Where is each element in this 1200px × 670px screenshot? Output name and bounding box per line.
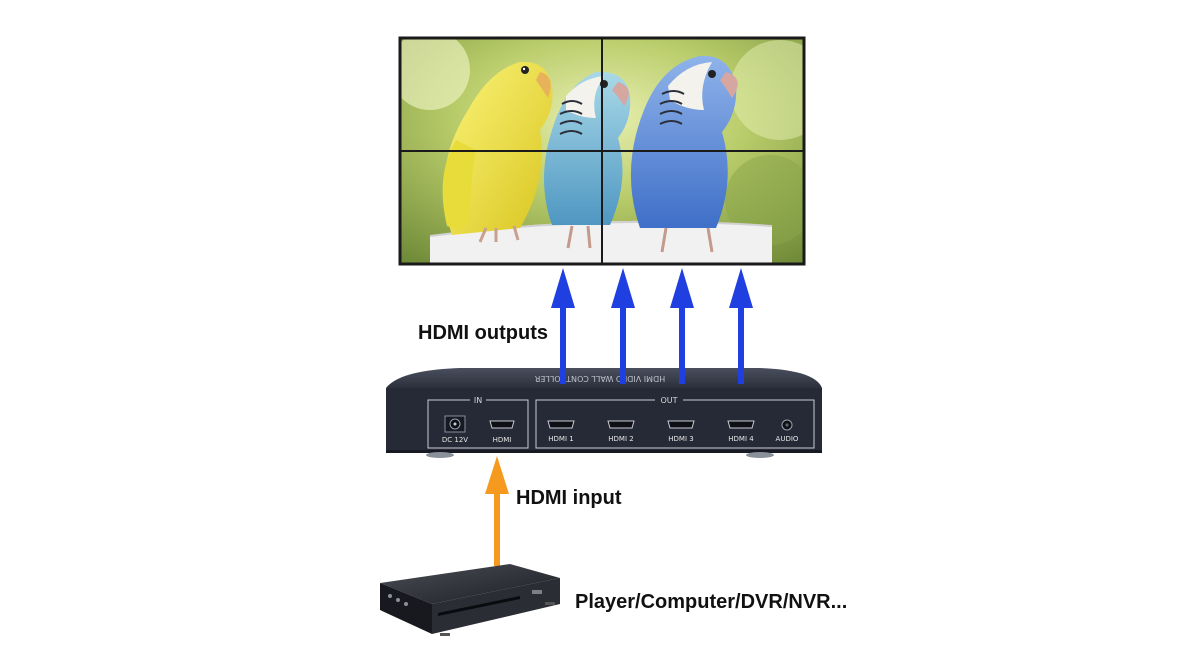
hdmi-outputs-label: HDMI outputs bbox=[418, 322, 548, 344]
hdmi-output-port-3[interactable] bbox=[667, 420, 695, 429]
blue-budgie bbox=[630, 55, 738, 253]
dvd-player-icon bbox=[380, 564, 560, 636]
dc-power-jack[interactable] bbox=[444, 415, 466, 433]
hdmi-input-port[interactable] bbox=[489, 420, 515, 429]
hdmi-output-port-4[interactable] bbox=[727, 420, 755, 429]
in-group-label: IN bbox=[474, 396, 482, 405]
input-port-group: IN DC 12V HDMI bbox=[427, 396, 529, 449]
dc-port-label: DC 12V bbox=[442, 436, 468, 444]
arrow-up-icon bbox=[729, 268, 753, 384]
hdmi-out-3-label: HDMI 3 bbox=[668, 435, 693, 443]
arrow-up-icon bbox=[485, 456, 509, 566]
hdmi-out-2-label: HDMI 2 bbox=[608, 435, 633, 443]
hdmi-input-label: HDMI input bbox=[516, 487, 622, 509]
arrow-up-icon bbox=[551, 268, 575, 384]
wall-image bbox=[400, 38, 804, 264]
hdmi-in-port-label: HDMI bbox=[493, 436, 512, 444]
out-group-label: OUT bbox=[660, 396, 677, 405]
output-arrows bbox=[551, 268, 753, 384]
output-port-group: OUT HDMI 1 HDMI 2 HDMI 3 HDMI 4 AUDIO bbox=[535, 396, 815, 449]
video-wall-controller: HDMI VIDEO WALL CONTROLLER IN DC 12V HDM… bbox=[386, 368, 822, 458]
hdmi-output-port-2[interactable] bbox=[607, 420, 635, 429]
controller-top-print: HDMI VIDEO WALL CONTROLLER bbox=[534, 374, 665, 383]
hdmi-out-4-label: HDMI 4 bbox=[728, 435, 754, 443]
hdmi-output-port-1[interactable] bbox=[547, 420, 575, 429]
controller-foot bbox=[746, 452, 774, 458]
yellow-budgie bbox=[442, 61, 553, 243]
audio-jack[interactable] bbox=[781, 419, 793, 431]
hdmi-out-1-label: HDMI 1 bbox=[548, 435, 573, 443]
audio-port-label: AUDIO bbox=[776, 435, 799, 443]
arrow-up-icon bbox=[670, 268, 694, 384]
arrow-up-icon bbox=[611, 268, 635, 384]
controller-foot bbox=[426, 452, 454, 458]
teal-budgie bbox=[544, 71, 631, 249]
source-device-label: Player/Computer/DVR/NVR... bbox=[575, 591, 848, 613]
video-wall bbox=[398, 36, 806, 266]
